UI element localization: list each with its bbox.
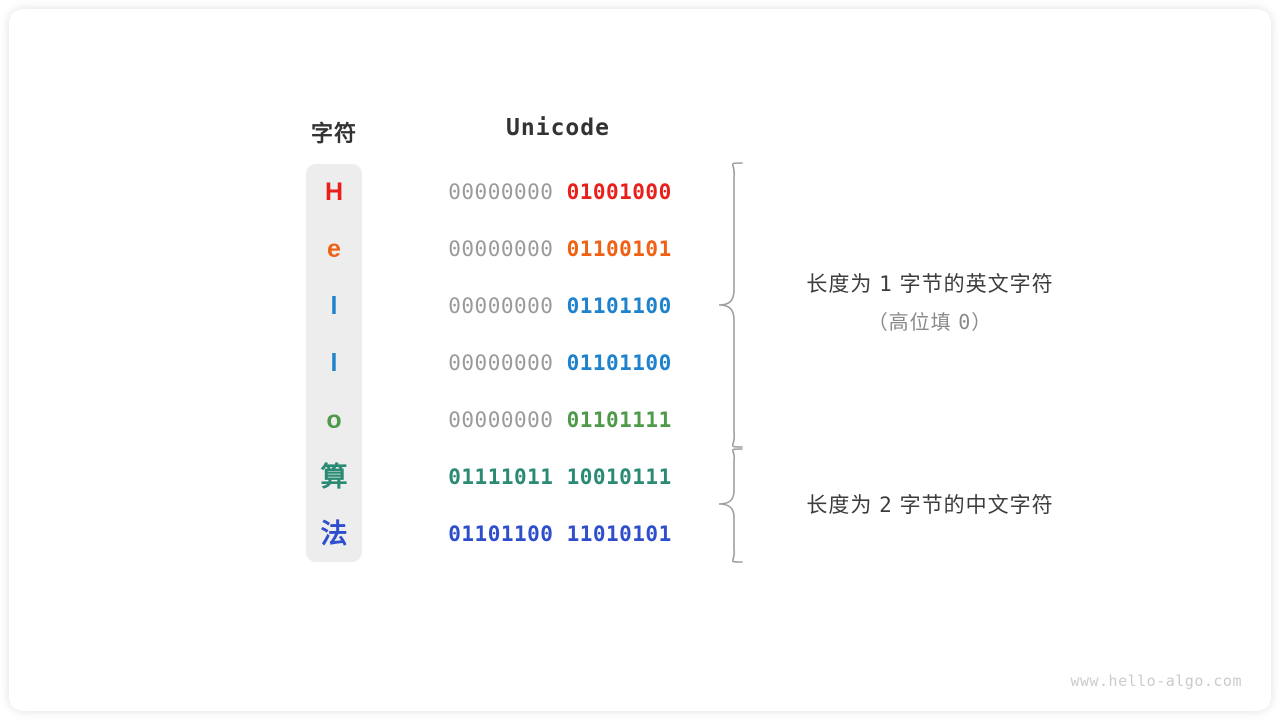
- unicode-high-byte: 00000000: [448, 180, 554, 204]
- unicode-low-byte: 01101111: [566, 408, 672, 432]
- brace-single-byte-icon: [718, 162, 743, 448]
- unicode-binary-row: 01101100 11010101: [420, 519, 700, 549]
- character-cell: o: [326, 406, 342, 434]
- unicode-low-byte: 01100101: [566, 237, 672, 261]
- annotation-double-byte: 长度为 2 字节的中文字符: [770, 489, 1090, 519]
- watermark: www.hello-algo.com: [1070, 672, 1242, 690]
- annotation-double-byte-count: 2: [879, 493, 893, 517]
- annotation-single-byte-line1: 长度为 1 字节的英文字符: [806, 272, 1054, 296]
- unicode-high-byte: 00000000: [448, 408, 554, 432]
- unicode-binary-row: 00000000 01100101: [420, 234, 700, 264]
- annotation-double-byte-line1: 长度为 2 字节的中文字符: [806, 493, 1054, 517]
- diagram-card: [9, 9, 1271, 711]
- unicode-low-byte: 01101100: [566, 351, 672, 375]
- annotation-single-byte-count: 1: [879, 272, 893, 296]
- unicode-low-byte: 10010111: [566, 465, 672, 489]
- column-header-character: 字符: [310, 121, 357, 146]
- unicode-high-byte: 00000000: [448, 294, 554, 318]
- brace-double-byte-icon: [718, 448, 743, 563]
- unicode-binary-row: 00000000 01001000: [420, 177, 700, 207]
- annotation-padding-value: 0: [958, 310, 972, 334]
- unicode-low-byte: 11010101: [566, 522, 672, 546]
- unicode-low-byte: 01101100: [566, 294, 672, 318]
- character-cell: 法: [320, 519, 348, 549]
- column-header-unicode: Unicode: [506, 115, 610, 141]
- unicode-high-byte: 00000000: [448, 351, 554, 375]
- character-cell: l: [330, 349, 338, 377]
- unicode-high-byte: 00000000: [448, 237, 554, 261]
- unicode-low-byte: 01001000: [566, 180, 672, 204]
- unicode-binary-row: 01111011 10010111: [420, 462, 700, 492]
- character-cell: H: [324, 178, 344, 206]
- character-column-background: [306, 164, 362, 562]
- character-cell: 算: [320, 462, 348, 492]
- annotation-single-byte: 长度为 1 字节的英文字符 （高位填 0）: [770, 268, 1090, 335]
- unicode-high-byte: 01101100: [448, 522, 554, 546]
- unicode-high-byte: 01111011: [448, 465, 554, 489]
- unicode-binary-row: 00000000 01101111: [420, 405, 700, 435]
- character-cell: l: [330, 292, 338, 320]
- unicode-binary-row: 00000000 01101100: [420, 291, 700, 321]
- unicode-binary-row: 00000000 01101100: [420, 348, 700, 378]
- character-cell: e: [327, 235, 341, 263]
- annotation-single-byte-line2: （高位填 0）: [867, 310, 993, 334]
